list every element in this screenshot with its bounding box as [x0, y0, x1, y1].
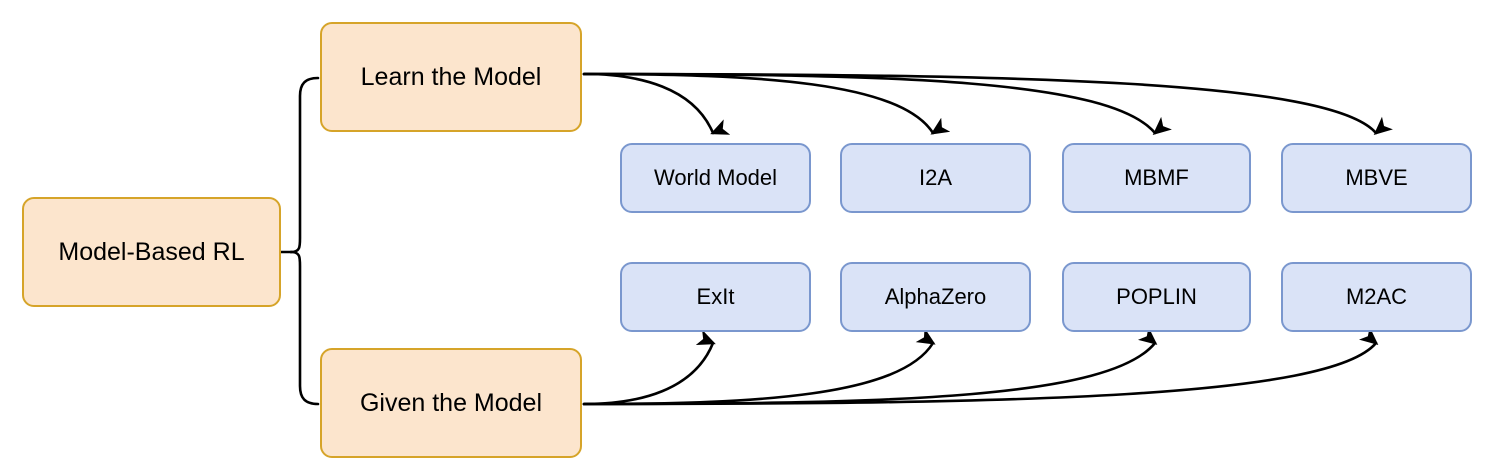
arrow-to-poplin	[582, 326, 1158, 406]
node-mbve[interactable]: MBVE	[1281, 143, 1472, 213]
node-given-the-model[interactable]: Given the Model	[320, 348, 582, 458]
arrow-to-mbve	[582, 72, 1393, 135]
node-world-model[interactable]: World Model	[620, 143, 811, 213]
node-learn-the-model[interactable]: Learn the Model	[320, 22, 582, 132]
node-exit[interactable]: ExIt	[620, 262, 811, 332]
node-label: World Model	[653, 165, 778, 191]
node-label: MBVE	[1345, 165, 1408, 191]
arrow-to-exit	[582, 329, 716, 406]
node-poplin[interactable]: POPLIN	[1062, 262, 1251, 332]
node-m2ac[interactable]: M2AC	[1281, 262, 1472, 332]
node-label: MBMF	[1124, 165, 1189, 191]
arrow-to-i2a	[582, 72, 951, 135]
given-the-model-arrows	[582, 326, 1379, 406]
node-i2a[interactable]: I2A	[840, 143, 1031, 213]
node-label: M2AC	[1345, 284, 1408, 310]
node-alphazero[interactable]: AlphaZero	[840, 262, 1031, 332]
node-label: POPLIN	[1116, 284, 1197, 310]
arrow-to-world-model	[582, 72, 731, 135]
node-label: Model-Based RL	[58, 237, 245, 266]
node-model-based-rl[interactable]: Model-Based RL	[22, 197, 281, 307]
node-mbmf[interactable]: MBMF	[1062, 143, 1251, 213]
node-label: Given the Model	[359, 388, 543, 417]
arrow-to-mbmf	[582, 72, 1172, 135]
node-label: Learn the Model	[360, 62, 542, 91]
bracket-connector	[279, 76, 320, 406]
arrow-to-alphazero	[582, 327, 936, 406]
arrow-to-m2ac	[582, 326, 1379, 406]
node-label: I2A	[918, 165, 953, 191]
learn-the-model-arrows	[582, 72, 1393, 135]
node-label: AlphaZero	[884, 284, 987, 310]
node-label: ExIt	[696, 284, 735, 310]
